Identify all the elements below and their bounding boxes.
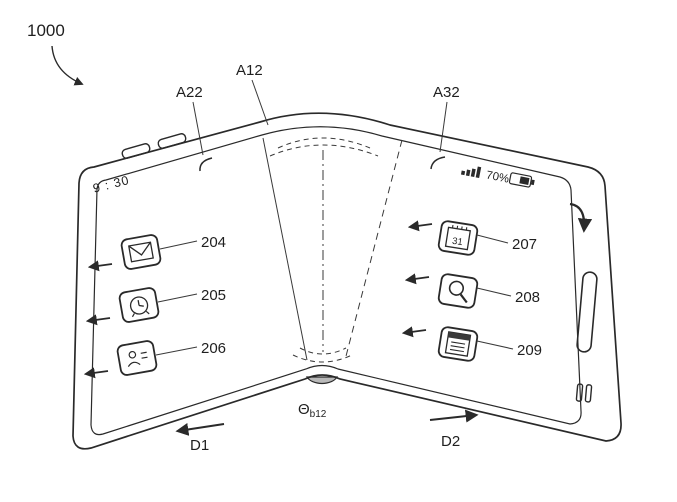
swipe-arrow-right-2 xyxy=(404,273,430,285)
region-tick-right xyxy=(430,156,446,170)
search-icon xyxy=(437,273,479,309)
leader-a32 xyxy=(439,101,448,153)
leader-204 xyxy=(159,240,198,250)
swipe-arrow-right-3 xyxy=(401,326,427,338)
leader-a22 xyxy=(192,101,204,156)
hinge-angle-symbol: Θ xyxy=(298,401,310,418)
leader-208 xyxy=(476,287,512,297)
leader-207 xyxy=(476,234,509,244)
fold-arc-bottom-1 xyxy=(299,347,347,355)
battery-percent: 70% xyxy=(485,169,510,185)
calendar-day: 31 xyxy=(451,236,463,249)
battery-icon xyxy=(508,172,535,188)
status-right-group: 70% xyxy=(460,166,535,188)
fold-line-right xyxy=(344,139,403,361)
ref-204: 204 xyxy=(201,234,226,251)
figure-ref-arrow xyxy=(51,45,84,86)
side-button xyxy=(576,271,598,353)
figure-ref-label: 1000 xyxy=(27,21,65,40)
clock-icon xyxy=(118,287,160,323)
fold-arc-top-1 xyxy=(277,137,371,149)
hinge-angle-subscript: b12 xyxy=(310,409,327,420)
ref-207: 207 xyxy=(512,236,537,253)
d2-label: D2 xyxy=(441,433,460,450)
ref-209: 209 xyxy=(517,342,542,359)
ref-206: 206 xyxy=(201,340,226,357)
region-label-a12: A12 xyxy=(236,62,263,79)
calendar-icon: 31 xyxy=(437,220,479,256)
d1-arrow xyxy=(175,423,225,436)
curved-arrow-icon xyxy=(569,202,593,233)
swipe-arrow-left-1 xyxy=(87,260,113,272)
top-button-1 xyxy=(121,143,151,159)
screen-outline xyxy=(90,126,582,436)
signal-bars-icon xyxy=(460,166,482,179)
ref-205: 205 xyxy=(201,287,226,304)
pause-icon xyxy=(575,383,593,403)
leader-a12 xyxy=(251,79,269,126)
fold-arc-top-2 xyxy=(269,144,379,157)
leader-206 xyxy=(155,346,198,356)
contacts-icon xyxy=(116,340,158,376)
fold-line-left xyxy=(262,137,308,361)
region-label-a32: A32 xyxy=(433,84,460,101)
swipe-arrow-left-3 xyxy=(83,367,109,379)
mail-icon xyxy=(120,234,162,270)
memo-icon xyxy=(437,326,479,362)
swipe-arrow-right-1 xyxy=(407,220,433,232)
d2-arrow xyxy=(429,409,479,423)
ref-208: 208 xyxy=(515,289,540,306)
top-button-2 xyxy=(157,133,187,149)
leader-205 xyxy=(157,293,198,303)
hinge-angle-label: Θb12 xyxy=(298,401,327,420)
region-tick-left xyxy=(199,157,213,172)
leader-209 xyxy=(476,340,514,350)
fold-arc-bottom-2 xyxy=(292,354,353,363)
region-label-a22: A22 xyxy=(176,84,203,101)
device-outline xyxy=(72,112,622,450)
d1-label: D1 xyxy=(190,437,209,454)
swipe-arrow-left-2 xyxy=(85,314,111,326)
